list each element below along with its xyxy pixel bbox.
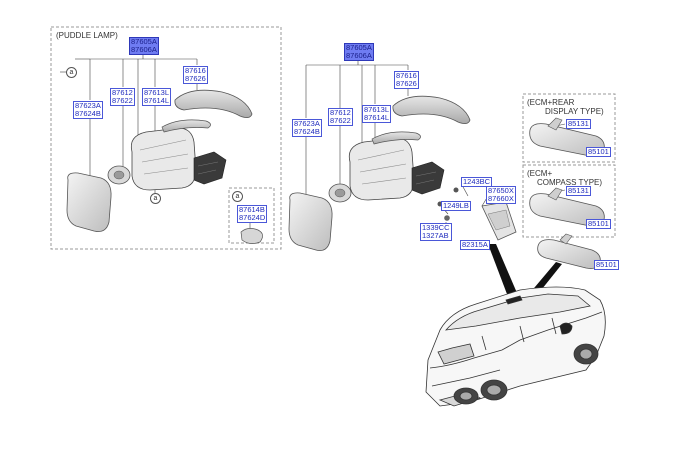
part-number: 1327AB: [422, 231, 449, 240]
part-label-glass-left[interactable]: 87623A 87624B: [73, 101, 103, 119]
part-number: 87624D: [239, 213, 266, 222]
ecm-compass-title-2: COMPASS TYPE): [537, 178, 603, 187]
part-number: 87614B: [239, 205, 265, 214]
part-label-lamp-middle[interactable]: 87612 87622: [328, 108, 353, 126]
part-number: 87623A: [75, 101, 101, 110]
part-number: 87605A: [131, 37, 157, 46]
part-label-mount-rear[interactable]: 85131: [566, 119, 591, 129]
part-number: 87660X: [488, 194, 514, 203]
part-label-lamp-left[interactable]: 87612 87622: [110, 88, 135, 106]
part-label-repeater-left[interactable]: 87613L 87614L: [142, 88, 172, 106]
part-number: 85101: [588, 219, 609, 228]
scalp-cover-middle: [392, 95, 471, 124]
part-number: 87624B: [75, 109, 101, 118]
part-number: 87622: [112, 96, 133, 105]
clip: [444, 215, 450, 221]
part-number: 87614L: [144, 96, 170, 105]
part-number: 87612: [330, 108, 351, 117]
ref-a-inset: a: [232, 191, 243, 202]
part-label-bolt[interactable]: 1243BC: [461, 177, 493, 187]
part-number: 1249LB: [443, 201, 469, 210]
part-number: 87616: [185, 66, 206, 75]
part-number: 87623A: [294, 119, 320, 128]
part-label-assembly-left[interactable]: 87605A 87606A: [129, 37, 159, 55]
mirror-housing-left: [130, 127, 197, 191]
part-number: 1339CC: [422, 223, 450, 232]
ecm-compass-title-1: (ECM+: [527, 169, 553, 178]
part-number: 87606A: [131, 45, 157, 54]
part-number: 87622: [330, 116, 351, 125]
part-number: 85101: [596, 260, 617, 269]
ecm-rear-title-2: DISPLAY TYPE): [545, 107, 604, 116]
part-number: 87650X: [488, 186, 514, 195]
part-number: 1243BC: [463, 177, 491, 186]
part-label-mount-compass[interactable]: 85131: [566, 186, 591, 196]
scalp-cover-left: [174, 89, 253, 118]
part-label-repeater-middle[interactable]: 87613L 87614L: [362, 105, 392, 123]
puddle-lamp-panel: [50, 26, 282, 250]
bolt: [453, 187, 459, 193]
repeater-left: [161, 119, 211, 133]
part-number: 85131: [568, 119, 589, 128]
part-number: 82315A: [462, 240, 488, 249]
part-label-mirror-inside[interactable]: 85101: [594, 260, 619, 270]
part-number: 87612: [112, 88, 133, 97]
ecm-rear-panel: [522, 93, 616, 163]
part-label-clip[interactable]: 1339CC 1327AB: [420, 223, 452, 241]
part-number: 87626: [396, 79, 417, 88]
puddle-lamp-title: (PUDDLE LAMP): [56, 31, 118, 40]
part-number: 87626: [185, 74, 206, 83]
inset-part: [240, 228, 263, 244]
part-label-mirror-compass[interactable]: 85101: [586, 219, 611, 229]
part-label-assembly-middle[interactable]: 87605A 87606A: [344, 43, 374, 61]
part-number: 87624B: [294, 127, 320, 136]
part-number: 87613L: [144, 88, 170, 97]
part-label-mirror-rear[interactable]: 85101: [586, 147, 611, 157]
part-number: 85131: [568, 186, 589, 195]
part-label-sensor[interactable]: 82315A: [460, 240, 490, 250]
part-label-screw[interactable]: 1249LB: [441, 201, 471, 211]
car-illustration: [425, 286, 606, 407]
ecm-rear-title-1: (ECM+REAR: [527, 98, 575, 107]
mirror-housing-middle: [348, 137, 415, 201]
part-number: 85101: [588, 147, 609, 156]
part-number: 87616: [396, 71, 417, 80]
part-label-inner-cover[interactable]: 87650X 87660X: [486, 186, 516, 204]
mirror-base-middle: [411, 161, 445, 195]
part-number: 87606A: [346, 51, 372, 60]
mirror-glass-left: [66, 172, 112, 232]
part-label-scalp-cover-middle[interactable]: 87616 87626: [394, 71, 419, 89]
part-number: 87613L: [364, 105, 390, 114]
inside-mirror: [537, 239, 601, 269]
ref-a-top: a: [66, 67, 77, 78]
repeater-middle: [371, 131, 421, 145]
sensor-pointer: [488, 244, 520, 302]
part-label-glass-middle[interactable]: 87623A 87624B: [292, 119, 322, 137]
part-label-scalp-cover-left[interactable]: 87616 87626: [183, 66, 208, 84]
mirror-glass-middle: [288, 192, 333, 251]
ref-a-bottom: a: [150, 193, 161, 204]
part-label-inset[interactable]: 87614B 87624D: [237, 205, 268, 223]
mirror-base-left: [193, 151, 227, 185]
part-number: 87605A: [346, 43, 372, 52]
part-number: 87614L: [364, 113, 390, 122]
